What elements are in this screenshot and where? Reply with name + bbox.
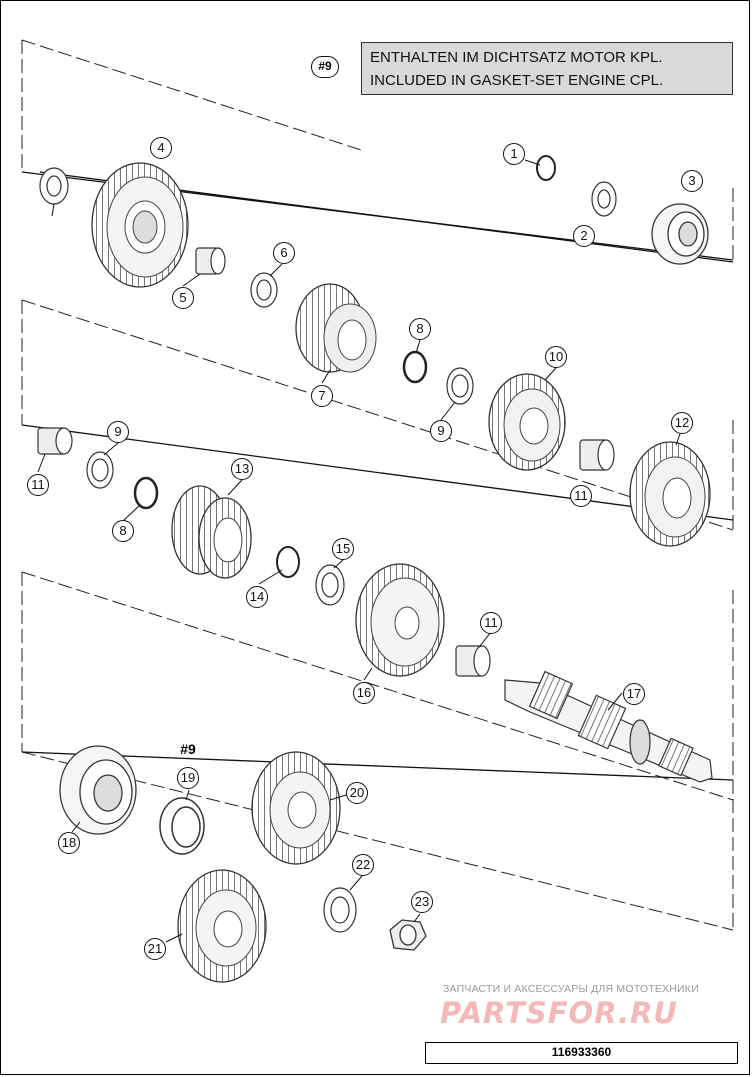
callout-9-lower: 9 [107, 421, 129, 443]
part-11-bushing-c [455, 645, 491, 677]
part-9-washer [446, 367, 474, 405]
part-15-washer [315, 564, 345, 606]
part-4-gear [91, 162, 189, 288]
callout-16: 16 [353, 682, 375, 704]
leader-lines [37, 159, 681, 943]
callout-7: 7 [311, 385, 333, 407]
gasket-set-note: ENTHALTEN IM DICHTSATZ MOTOR KPL. INCLUD… [361, 42, 733, 95]
part-8-circlip [402, 350, 428, 384]
part-5-bushing [195, 247, 226, 275]
callout-8-upper: 8 [409, 318, 431, 340]
gasket-set-reference-badge: #9 [311, 56, 339, 78]
callout-9-upper: 9 [430, 420, 452, 442]
part-9-washer-b [86, 451, 114, 489]
part-11-bushing-a [37, 427, 73, 455]
callout-21: 21 [144, 938, 166, 960]
callout-22: 22 [352, 854, 374, 876]
callout-12: 12 [671, 412, 693, 434]
callout-13: 13 [231, 458, 253, 480]
callout-4: 4 [150, 137, 172, 159]
watermark-tagline: ЗАПЧАСТИ И АКСЕССУАРЫ ДЛЯ МОТОТЕХНИКИ [443, 983, 699, 995]
callout-10: 10 [545, 346, 567, 368]
callout-5: 5 [172, 287, 194, 309]
part-3-bearing [651, 203, 709, 265]
part-23-nut [389, 919, 427, 951]
part-24-washer [39, 167, 69, 205]
part-7-gear [295, 283, 377, 373]
note-line-german: ENTHALTEN IM DICHTSATZ MOTOR KPL. [370, 49, 663, 66]
part-17-mainshaft [504, 670, 713, 783]
callout-2: 2 [573, 225, 595, 247]
callout-17: 17 [623, 683, 645, 705]
part-19-seal [159, 797, 205, 855]
callout-1: 1 [503, 143, 525, 165]
note-line-english: INCLUDED IN GASKET-SET ENGINE CPL. [370, 72, 664, 89]
part-11-bushing-b [579, 439, 615, 471]
callout-20: 20 [346, 782, 368, 804]
part-8-circlip-b [133, 476, 159, 510]
part-20-sprocket [251, 751, 341, 865]
callout-6: 6 [273, 242, 295, 264]
callout-11-right: 11 [570, 485, 592, 507]
callout-11-left: 11 [27, 474, 49, 496]
part-18-bearing [59, 745, 137, 835]
part-16-gear [355, 563, 445, 677]
callout-18: 18 [58, 832, 80, 854]
watermark-logo: PARTSFOR.RU [440, 996, 678, 1030]
part-1-circlip [536, 155, 556, 181]
part-6-washer [250, 272, 278, 308]
callout-3: 3 [681, 170, 703, 192]
callout-19: 19 [177, 767, 199, 789]
part-number-label: 116933360 [425, 1042, 738, 1064]
seal-gasket-reference: #9 [180, 741, 196, 757]
callout-15: 15 [332, 538, 354, 560]
callout-8-lower: 8 [112, 520, 134, 542]
part-21-sprocket [177, 869, 267, 983]
callout-23: 23 [411, 891, 433, 913]
callout-14: 14 [246, 586, 268, 608]
part-13-gear [171, 485, 252, 579]
part-22-washer [323, 887, 357, 933]
callout-11-mid: 11 [480, 612, 502, 634]
part-10-gear [488, 373, 566, 471]
part-12-gear [629, 441, 711, 547]
group-boundaries [21, 39, 734, 931]
part-2-washer [591, 181, 617, 217]
part-14-circlip [276, 546, 300, 578]
